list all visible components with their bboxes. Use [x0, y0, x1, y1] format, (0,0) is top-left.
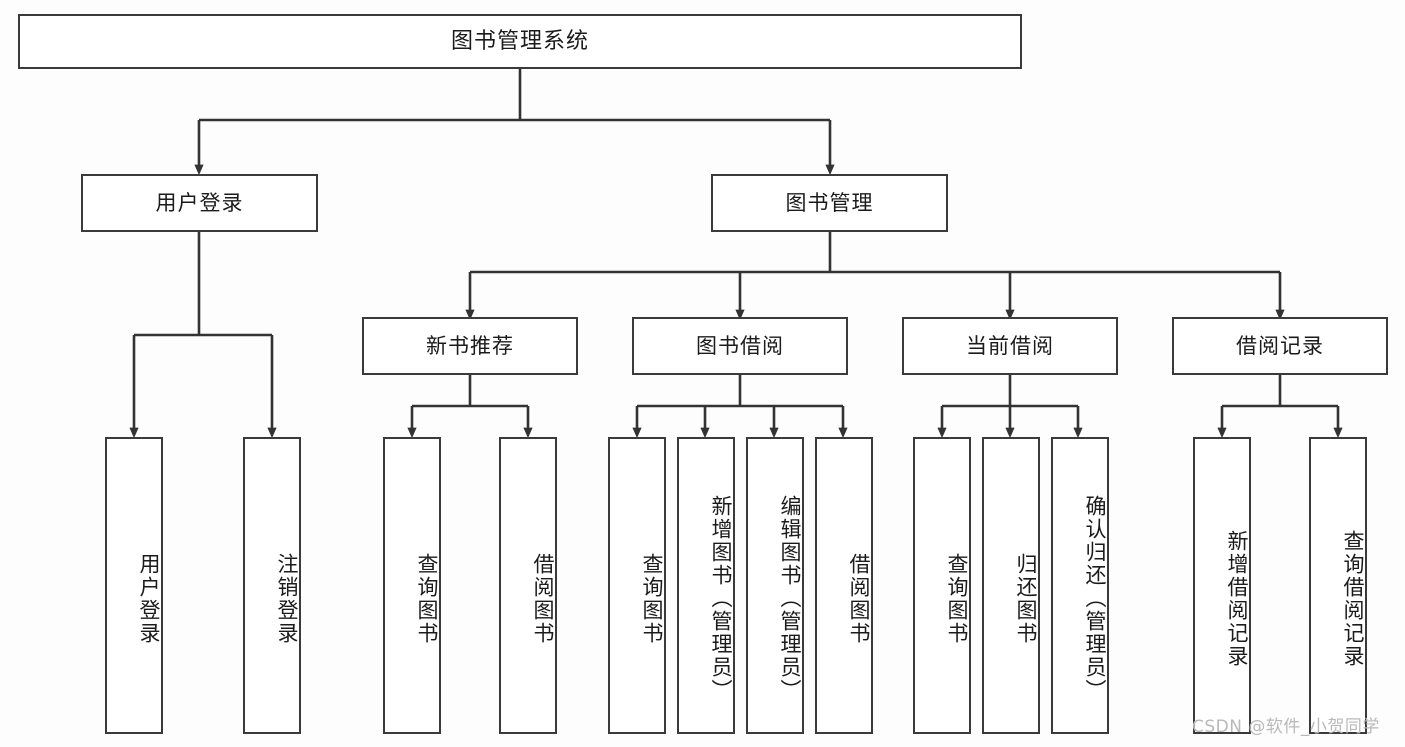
- node-book-management[interactable]: 图书管理: [711, 174, 948, 232]
- leaf-label: 查询图书: [640, 552, 664, 645]
- leaf-label: 新增借阅记录: [1225, 529, 1249, 668]
- leaf-label: 归还图书: [1014, 552, 1038, 645]
- csdn-watermark: CSDN @软件_小贺同学: [1192, 717, 1380, 737]
- leaf-borrow-record-query-record[interactable]: 查询借阅记录: [1309, 437, 1367, 734]
- leaf-user-login-logout[interactable]: 注销登录: [243, 437, 301, 734]
- leaf-label: 用户登录: [137, 552, 161, 645]
- leaf-label: 借阅图书: [847, 552, 871, 645]
- node-user-login[interactable]: 用户登录: [81, 174, 318, 232]
- node-book-borrow[interactable]: 图书借阅: [632, 317, 848, 375]
- leaf-label: 查询图书: [415, 552, 439, 645]
- leaf-label: 注销登录: [275, 552, 299, 645]
- leaf-label: 编辑图书（管理员）: [778, 495, 802, 702]
- leaf-label: 借阅图书: [531, 552, 555, 645]
- leaf-book-borrow-edit-book-admin[interactable]: 编辑图书（管理员）: [746, 437, 804, 734]
- node-root-library-management-system[interactable]: 图书管理系统: [18, 14, 1022, 69]
- node-current-borrow[interactable]: 当前借阅: [902, 317, 1118, 375]
- leaf-current-borrow-return-book[interactable]: 归还图书: [982, 437, 1040, 734]
- leaf-current-borrow-confirm-return-admin[interactable]: 确认归还（管理员）: [1051, 437, 1109, 734]
- node-new-book-recommend[interactable]: 新书推荐: [362, 317, 578, 375]
- leaf-current-borrow-query-book[interactable]: 查询图书: [913, 437, 971, 734]
- leaf-label: 查询借阅记录: [1341, 529, 1365, 668]
- leaf-borrow-record-add-record[interactable]: 新增借阅记录: [1193, 437, 1251, 734]
- leaf-new-book-query-book[interactable]: 查询图书: [383, 437, 441, 734]
- leaf-user-login-login[interactable]: 用户登录: [105, 437, 163, 734]
- leaf-book-borrow-add-book-admin[interactable]: 新增图书（管理员）: [677, 437, 735, 734]
- node-borrow-record[interactable]: 借阅记录: [1172, 317, 1388, 375]
- leaf-label: 确认归还（管理员）: [1083, 495, 1107, 702]
- leaf-label: 查询图书: [945, 552, 969, 645]
- leaf-label: 新增图书（管理员）: [709, 495, 733, 702]
- leaf-book-borrow-query-book[interactable]: 查询图书: [608, 437, 666, 734]
- leaf-book-borrow-borrow-book[interactable]: 借阅图书: [815, 437, 873, 734]
- leaf-new-book-borrow-book[interactable]: 借阅图书: [499, 437, 557, 734]
